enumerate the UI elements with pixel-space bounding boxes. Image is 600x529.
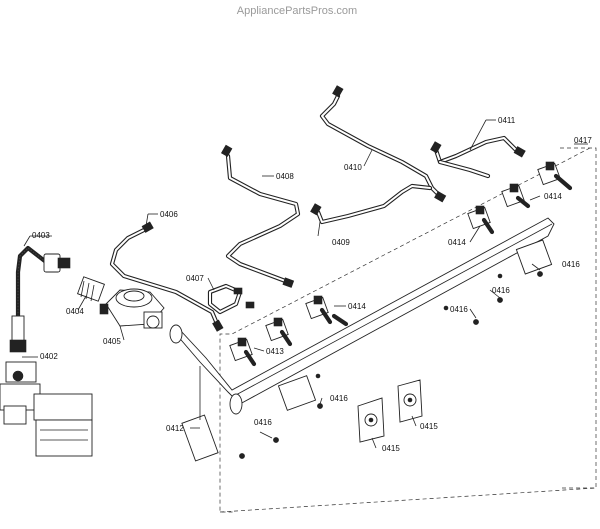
switch-plate-0415-a[interactable] xyxy=(357,397,385,443)
pipe-0408[interactable] xyxy=(220,144,301,288)
callout-0414-b: 0414 xyxy=(448,238,466,247)
pipe-0410[interactable] xyxy=(319,85,447,203)
valve-0414-d[interactable] xyxy=(537,161,573,191)
valve-0414-c[interactable] xyxy=(501,183,531,209)
callout-0412: 0412 xyxy=(166,424,184,433)
switch-plate-0415-b[interactable] xyxy=(397,379,423,423)
callout-0413: 0413 xyxy=(266,347,284,356)
callout-0414-c: 0414 xyxy=(544,192,562,201)
watermark: AppliancePartsPros.com xyxy=(237,5,357,17)
pipe-0409[interactable] xyxy=(310,183,433,225)
callout-0416-b: 0416 xyxy=(492,286,510,295)
callout-0416-a: 0416 xyxy=(562,260,580,269)
callout-0406: 0406 xyxy=(160,210,178,219)
valve-0413-b[interactable] xyxy=(265,317,293,347)
callout-0417: 0417 xyxy=(574,136,592,145)
callout-0402: 0402 xyxy=(40,352,58,361)
pipe-0411[interactable] xyxy=(430,135,526,179)
leader-lines xyxy=(22,119,588,449)
callout-0415-a: 0415 xyxy=(382,444,400,453)
regulator-0405[interactable] xyxy=(99,288,165,329)
valve-body-0402[interactable] xyxy=(0,361,93,457)
callout-0405: 0405 xyxy=(103,337,121,346)
callout-0416-d: 0416 xyxy=(330,394,348,403)
pipe-0406[interactable] xyxy=(109,221,224,332)
connector-0407[interactable] xyxy=(207,283,255,315)
valve-0414-a[interactable] xyxy=(305,295,349,327)
callout-0411: 0411 xyxy=(498,116,516,125)
callout-0414-a: 0414 xyxy=(348,302,366,311)
callout-0416-e: 0416 xyxy=(254,418,272,427)
callout-0415-b: 0415 xyxy=(420,422,438,431)
valve-0414-b[interactable] xyxy=(467,205,495,235)
callout-labels: 0403 0402 0404 0405 0406 0407 0408 0409 … xyxy=(32,116,592,453)
screws-0416[interactable] xyxy=(239,271,543,459)
valve-0413-a[interactable] xyxy=(229,337,257,367)
callout-0404: 0404 xyxy=(66,307,84,316)
callout-0407: 0407 xyxy=(186,274,204,283)
callout-0409: 0409 xyxy=(332,238,350,247)
assembly-boundary xyxy=(219,147,597,513)
fitting-0404[interactable] xyxy=(77,276,105,302)
manifold-0412[interactable] xyxy=(169,217,555,462)
callout-0410: 0410 xyxy=(344,163,362,172)
flex-hose-0403[interactable] xyxy=(9,245,71,353)
callout-0408: 0408 xyxy=(276,172,294,181)
callout-0416-c: 0416 xyxy=(450,305,468,314)
callout-0403: 0403 xyxy=(32,231,50,240)
